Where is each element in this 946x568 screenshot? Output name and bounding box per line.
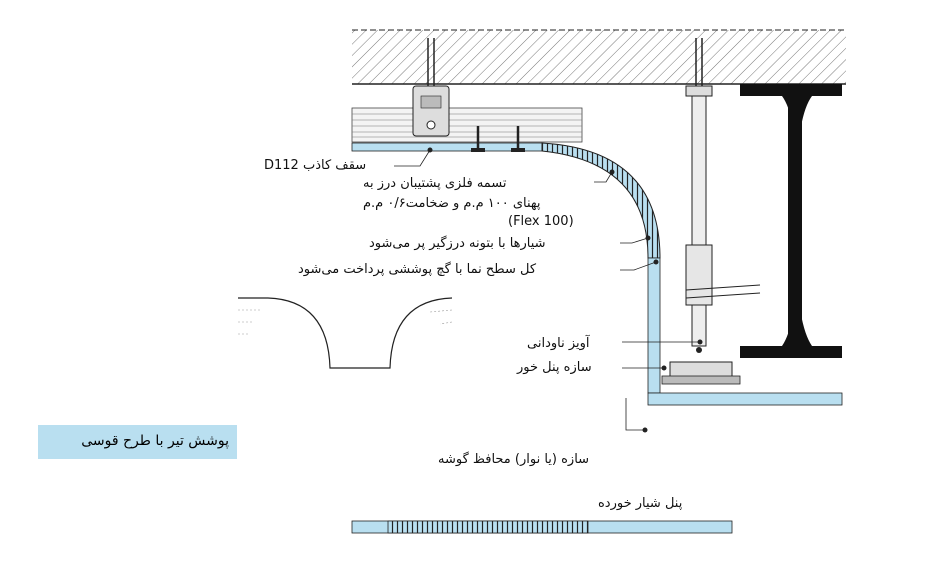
- curved-grooved-panel: [541, 142, 661, 259]
- arched-profile-sketch: [238, 297, 453, 369]
- label-strip-3: (Flex 100): [508, 214, 574, 229]
- label-hanger: آویز ناودانی: [527, 336, 590, 351]
- screws: [471, 126, 525, 152]
- label-edge-frame: سازه (یا نوار) محافظ گوشه: [438, 452, 590, 467]
- concrete-slab: [352, 29, 846, 85]
- edge-frame-leader: [625, 398, 648, 433]
- label-grooved-panel: پنل شیار خورده: [598, 496, 683, 511]
- label-ceiling: سقف کاذب D112: [264, 158, 367, 173]
- label-strip-1: تسمه فلزی پشتیبان درز به: [363, 176, 507, 191]
- leader-lines: [394, 149, 700, 369]
- grooved-panel-illustration: [351, 520, 733, 534]
- right-hanger-rod: [661, 38, 761, 385]
- steel-i-beam: [740, 84, 842, 358]
- caption-box: پوشش تیر با طرح قوسی: [38, 425, 237, 459]
- leader-dots: [427, 147, 703, 371]
- vertical-board: [647, 257, 661, 394]
- label-panel-frame: سازه پنل خور: [517, 360, 592, 375]
- label-grooves: شیارها با بتونه درزگیر پر می‌شود: [369, 236, 546, 251]
- ceiling-channels: [351, 107, 583, 143]
- left-hanger: [412, 38, 450, 137]
- caption-text: پوشش تیر با طرح قوسی: [81, 433, 229, 449]
- bottom-board: [647, 392, 843, 406]
- label-strip-2: پهنای ۱۰۰ م.م و ضخامت۰/۶ م.م: [363, 196, 541, 211]
- label-surface: کل سطح نما با گچ پوششی پرداخت می‌شود: [298, 262, 537, 277]
